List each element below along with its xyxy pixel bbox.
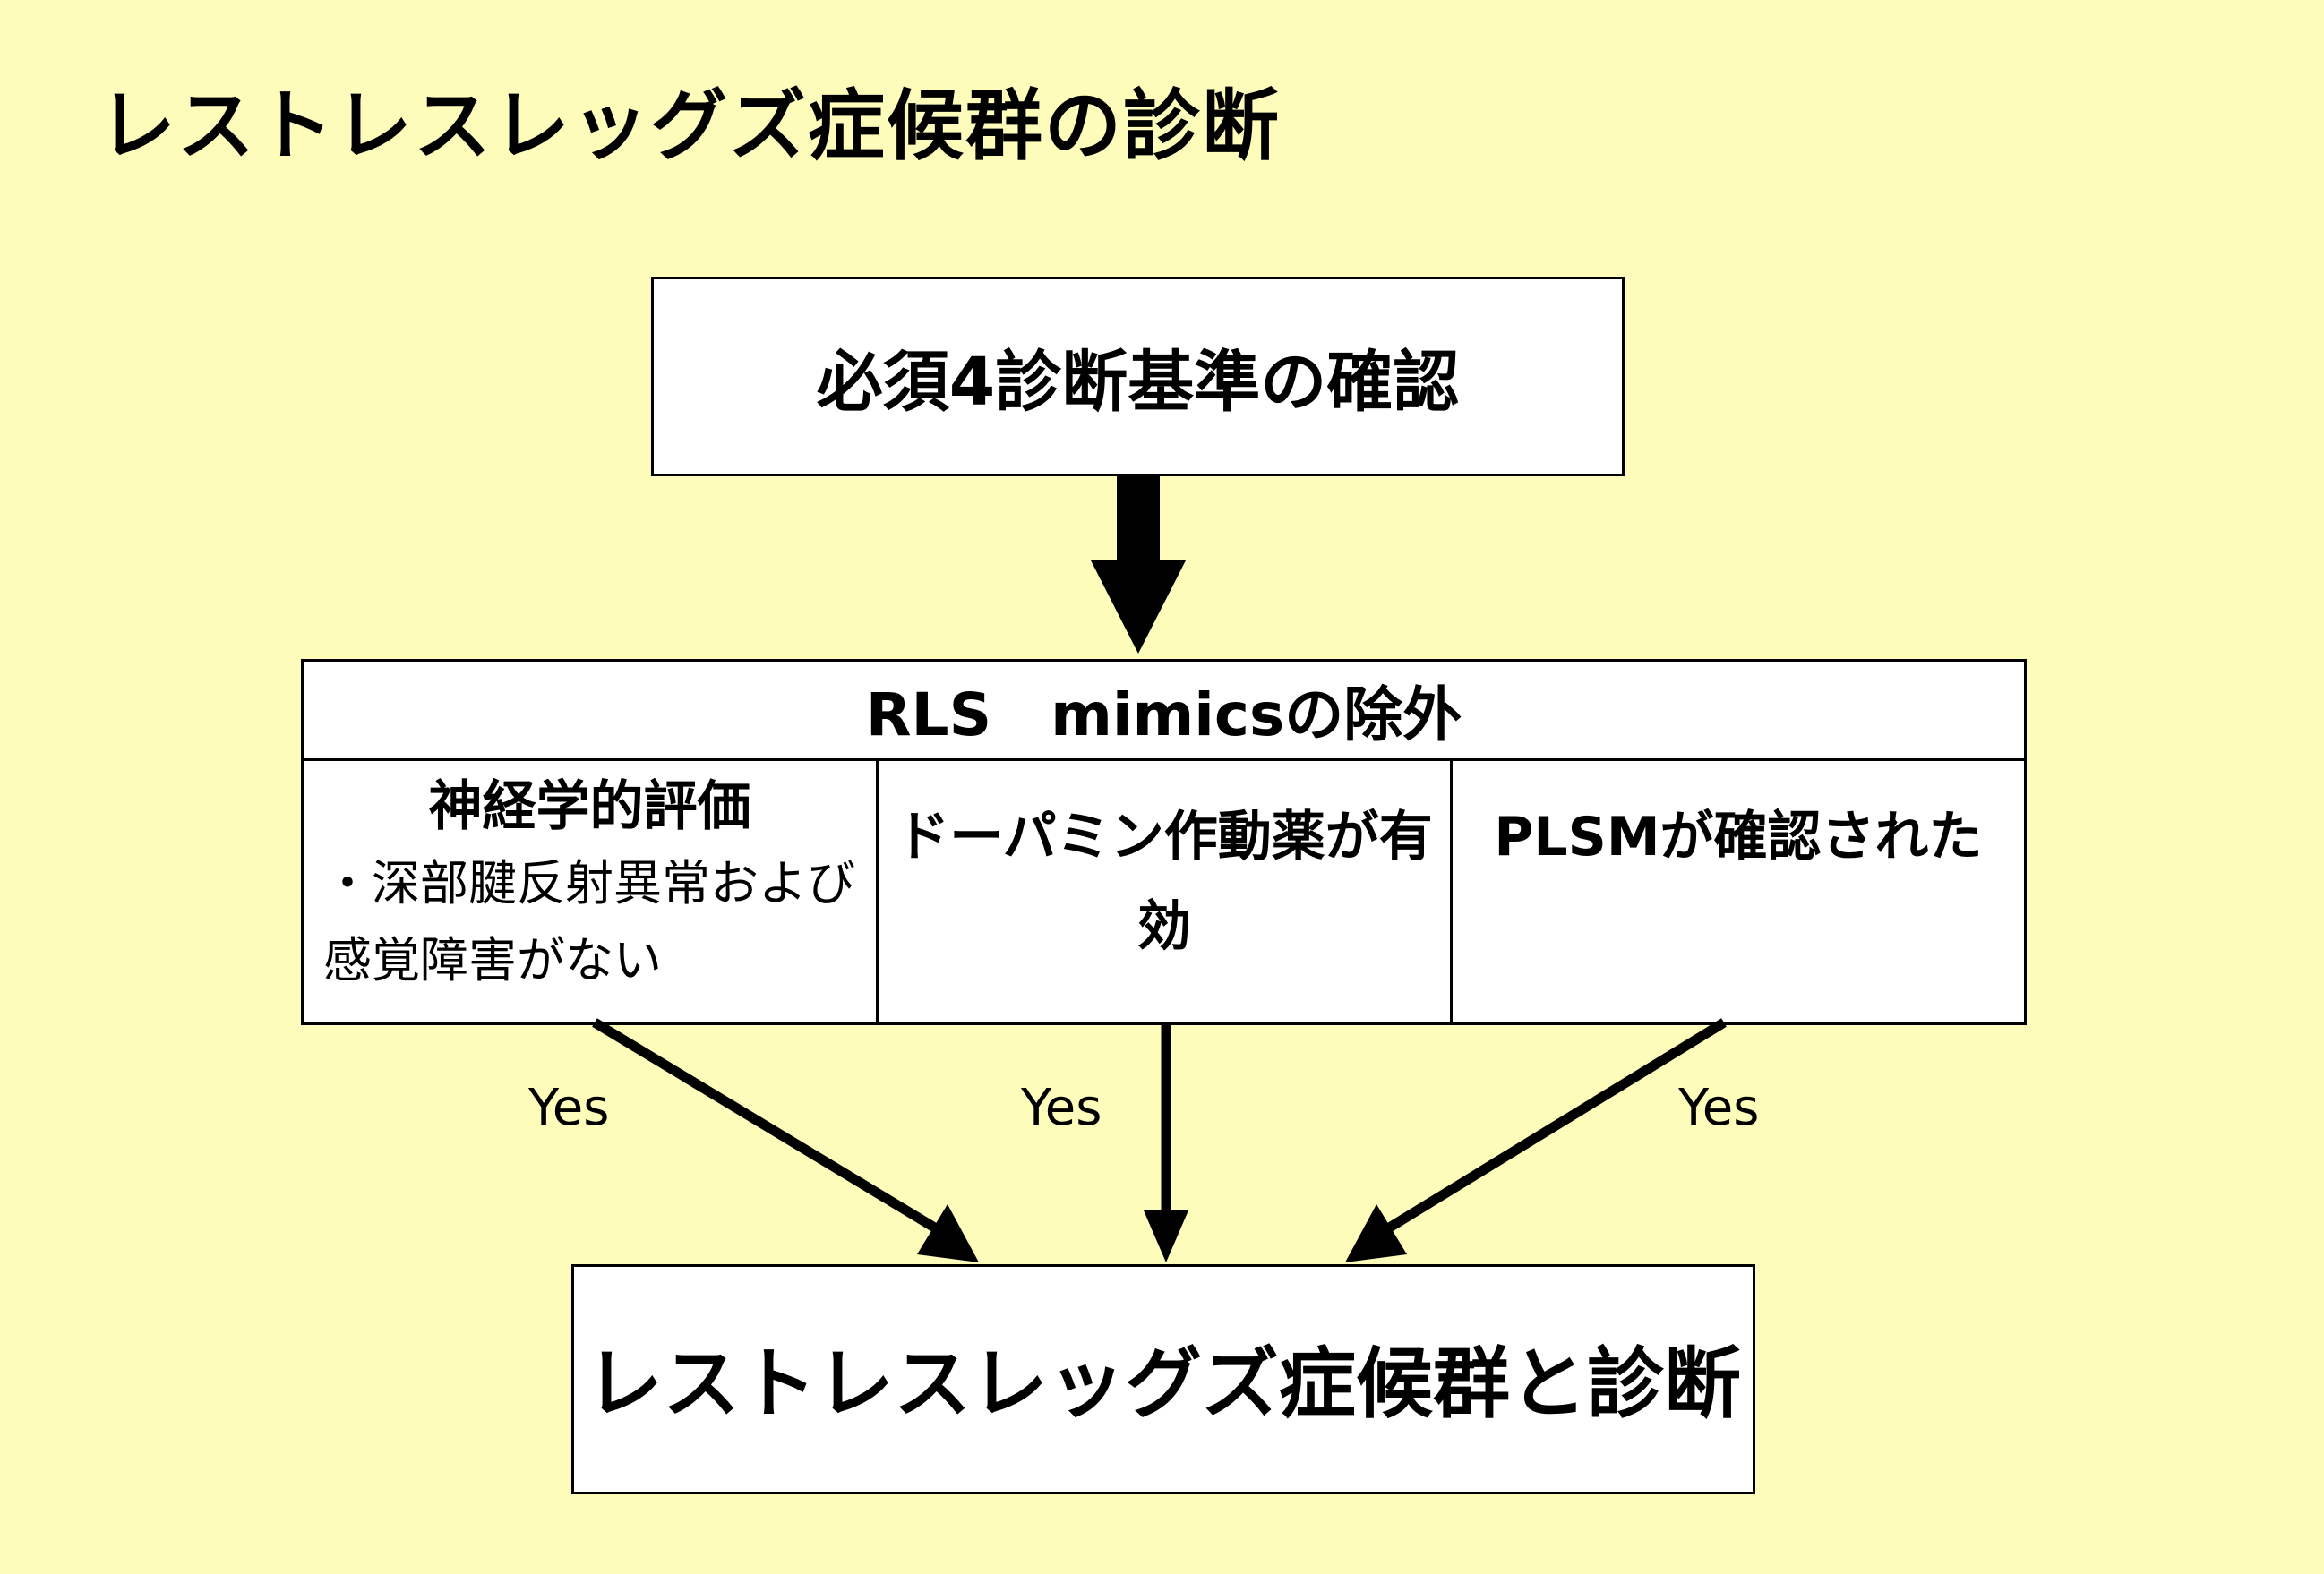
criterion-neurological-exam: 神経学的評価 ・深部腱反射異常および感覚障害がない <box>304 761 879 1025</box>
criterion-plsm: PLSMが確認された <box>1453 761 2024 1025</box>
criterion-dopamine-agonist: ドーパミン作動薬が有効 <box>879 761 1453 1025</box>
arrow-right-to-result <box>1345 1018 1727 1262</box>
result-diagnosis-box: レストレスレッグズ症候群と診断 <box>571 1264 1755 1494</box>
step-essential-criteria-box: 必須4診断基準の確認 <box>651 277 1625 476</box>
yes-label-left: Yes <box>528 1079 610 1137</box>
yes-label-center: Yes <box>1021 1079 1102 1137</box>
yes-label-right: Yes <box>1678 1079 1760 1137</box>
step-essential-criteria-label: 必須4診断基準の確認 <box>816 344 1460 421</box>
criterion-title: PLSMが確認された <box>1494 806 1983 868</box>
criterion-note: ・深部腱反射異常および感覚障害がない <box>323 855 855 988</box>
down-arrow-main <box>1091 476 1186 654</box>
result-diagnosis-label: レストレスレッグズ症候群と診断 <box>586 1339 1741 1429</box>
criterion-title: 神経学的評価 <box>428 775 751 838</box>
mimics-exclusion-box: RLS mimicsの除外 神経学的評価 ・深部腱反射異常および感覚障害がない … <box>301 659 2027 1025</box>
criterion-title: ドーパミン作動薬が有効 <box>896 806 1433 958</box>
arrow-left-to-result <box>592 1018 979 1262</box>
arrow-center-to-result <box>1144 1022 1188 1262</box>
mimics-exclusion-header: RLS mimicsの除外 <box>304 662 2024 761</box>
page-title: レストレスレッグズ症候群の診断 <box>99 81 1281 171</box>
